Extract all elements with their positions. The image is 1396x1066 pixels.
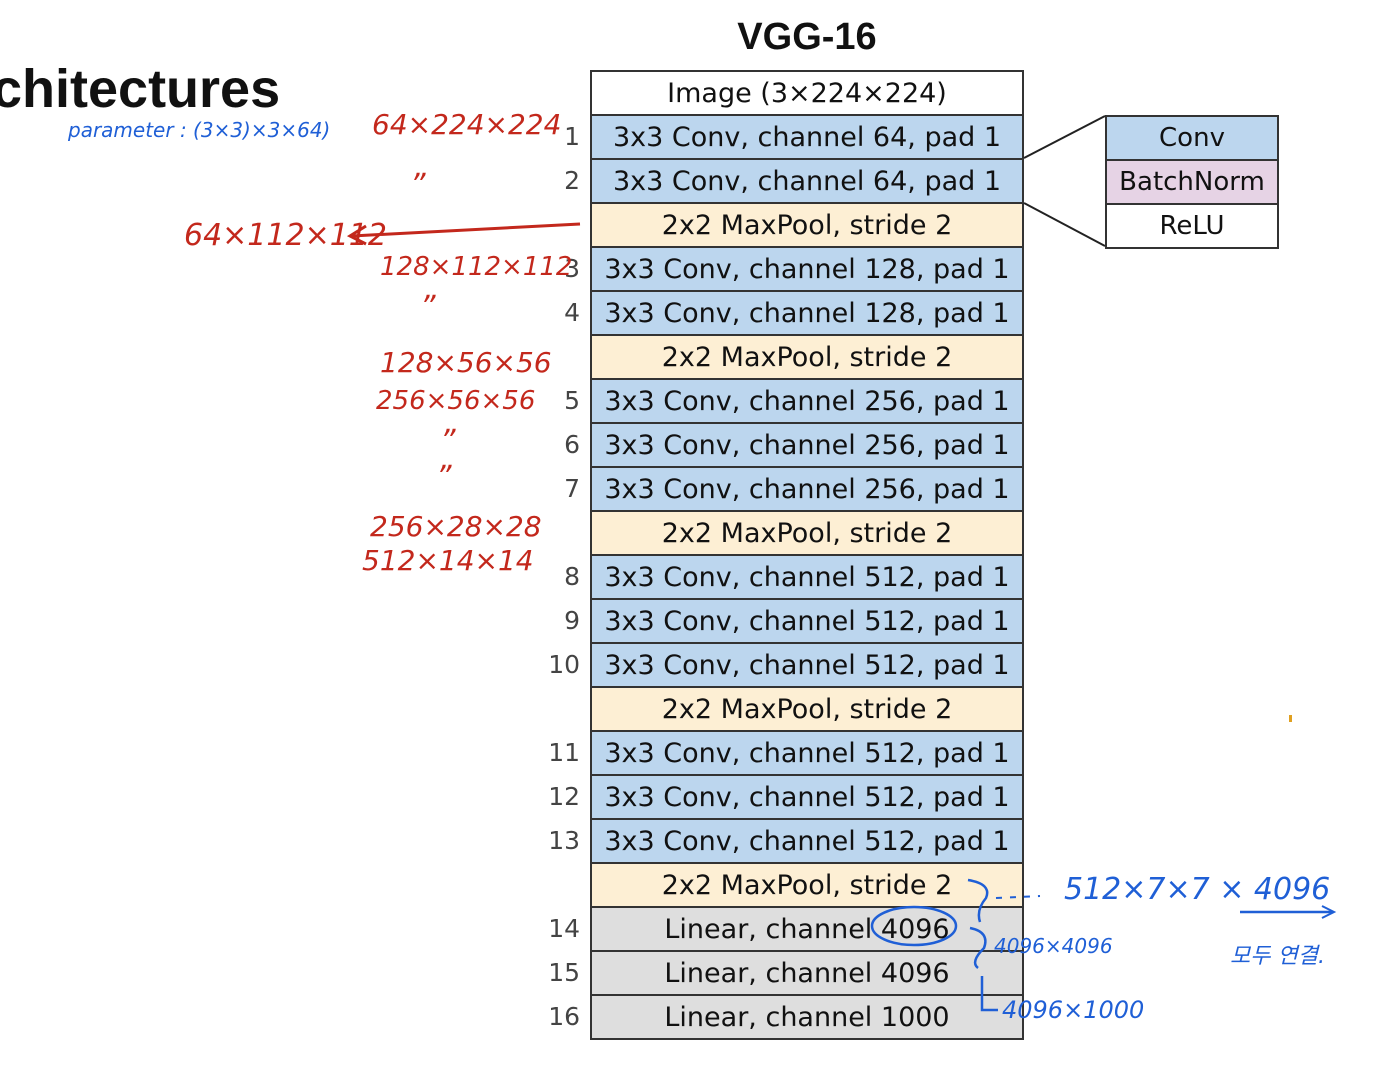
stray-mark xyxy=(1289,715,1292,722)
vgg16-layer-stack: Image (3×224×224)3x3 Conv, channel 64, p… xyxy=(590,70,1024,1040)
annotation-256x56x56: 256×56×56 xyxy=(376,386,536,416)
conv-block-conv: Conv xyxy=(1105,115,1279,161)
layer-row-pool: 2x2 MaxPool, stride 2 xyxy=(590,688,1024,732)
blue-bracket-1 xyxy=(967,878,989,923)
layer-index: 13 xyxy=(548,826,580,855)
layer-index: 8 xyxy=(564,562,580,591)
annotation-256x28x28: 256×28×28 xyxy=(370,510,542,543)
annotation-ditto-3: ” xyxy=(440,424,456,459)
blue-bracket-3 xyxy=(980,976,998,1012)
layer-row-conv: 3x3 Conv, channel 64, pad 1 xyxy=(590,160,1024,204)
layer-row-conv: 3x3 Conv, channel 512, pad 1 xyxy=(590,644,1024,688)
layer-row-linear: Linear, channel 1000 xyxy=(590,996,1024,1040)
blue-circle-4096 xyxy=(870,905,958,947)
layer-row-conv: 3x3 Conv, channel 256, pad 1 xyxy=(590,424,1024,468)
annotation-parameter: parameter : (3×3)×3×64) xyxy=(68,118,331,142)
layer-index: 15 xyxy=(548,958,580,987)
annotation-fully-connected-note: 모두 연결. xyxy=(1230,944,1325,969)
layer-row-pool: 2x2 MaxPool, stride 2 xyxy=(590,336,1024,380)
layer-index: 6 xyxy=(564,430,580,459)
annotation-4096x1000: 4096×1000 xyxy=(1002,996,1145,1024)
layer-row-conv: 3x3 Conv, channel 512, pad 1 xyxy=(590,776,1024,820)
layer-row-conv: 3x3 Conv, channel 256, pad 1 xyxy=(590,468,1024,512)
conv-block-relu: ReLU xyxy=(1105,205,1279,249)
layer-row-conv: 3x3 Conv, channel 512, pad 1 xyxy=(590,600,1024,644)
layer-index: 2 xyxy=(564,166,580,195)
red-arrow-line xyxy=(351,222,581,238)
layer-index: 1 xyxy=(564,122,580,151)
layer-index: 9 xyxy=(564,606,580,635)
layer-row-conv: 3x3 Conv, channel 512, pad 1 xyxy=(590,556,1024,600)
layer-index: 14 xyxy=(548,914,580,943)
layer-index: 12 xyxy=(548,782,580,811)
annotation-64x224x224: 64×224×224 xyxy=(372,108,562,141)
layer-index: 11 xyxy=(548,738,580,767)
red-arrow-head xyxy=(346,224,367,246)
annotation-128x56x56: 128×56×56 xyxy=(380,346,552,379)
vgg16-title: VGG-16 xyxy=(737,16,877,58)
layer-index: 16 xyxy=(548,1002,580,1031)
slide-title: chitectures xyxy=(0,59,281,119)
annotation-64x112x112: 64×112×112 xyxy=(184,218,387,253)
layer-index: 4 xyxy=(564,298,580,327)
layer-row-conv: 3x3 Conv, channel 256, pad 1 xyxy=(590,380,1024,424)
layer-row-conv: 3x3 Conv, channel 64, pad 1 xyxy=(590,116,1024,160)
annotation-ditto-2: ” xyxy=(420,290,436,325)
blue-underline-arrow xyxy=(1321,905,1337,919)
layer-index: 10 xyxy=(548,650,580,679)
annotation-512x7x7x4096: 512×7×7 × 4096 xyxy=(1064,872,1331,907)
layer-row-conv: 3x3 Conv, channel 128, pad 1 xyxy=(590,248,1024,292)
layer-row-conv: 3x3 Conv, channel 512, pad 1 xyxy=(590,820,1024,864)
conv-block-detail: Conv BatchNorm ReLU xyxy=(1105,115,1279,249)
blue-bracket-2 xyxy=(969,926,987,969)
conv-block-batchnorm: BatchNorm xyxy=(1105,161,1279,205)
annotation-ditto-1: ” xyxy=(410,168,426,203)
layer-index: 5 xyxy=(564,386,580,415)
expand-line-bottom xyxy=(1023,202,1106,247)
annotation-128x112x112: 128×112×112 xyxy=(380,252,573,282)
layer-row-pool: 2x2 MaxPool, stride 2 xyxy=(590,204,1024,248)
annotation-4096x4096: 4096×4096 xyxy=(994,934,1113,958)
layer-row-image: Image (3×224×224) xyxy=(590,70,1024,116)
layer-row-linear: Linear, channel 4096 xyxy=(590,908,1024,952)
expand-line-top xyxy=(1023,115,1106,159)
annotation-512x14x14: 512×14×14 xyxy=(362,544,534,577)
layer-row-pool: 2x2 MaxPool, stride 2 xyxy=(590,864,1024,908)
layer-index: 3 xyxy=(564,254,580,283)
annotation-ditto-4: ” xyxy=(436,460,452,495)
blue-dash xyxy=(995,895,1041,899)
layer-row-pool: 2x2 MaxPool, stride 2 xyxy=(590,512,1024,556)
layer-index: 7 xyxy=(564,474,580,503)
layer-row-conv: 3x3 Conv, channel 512, pad 1 xyxy=(590,732,1024,776)
layer-row-linear: Linear, channel 4096 xyxy=(590,952,1024,996)
layer-row-conv: 3x3 Conv, channel 128, pad 1 xyxy=(590,292,1024,336)
